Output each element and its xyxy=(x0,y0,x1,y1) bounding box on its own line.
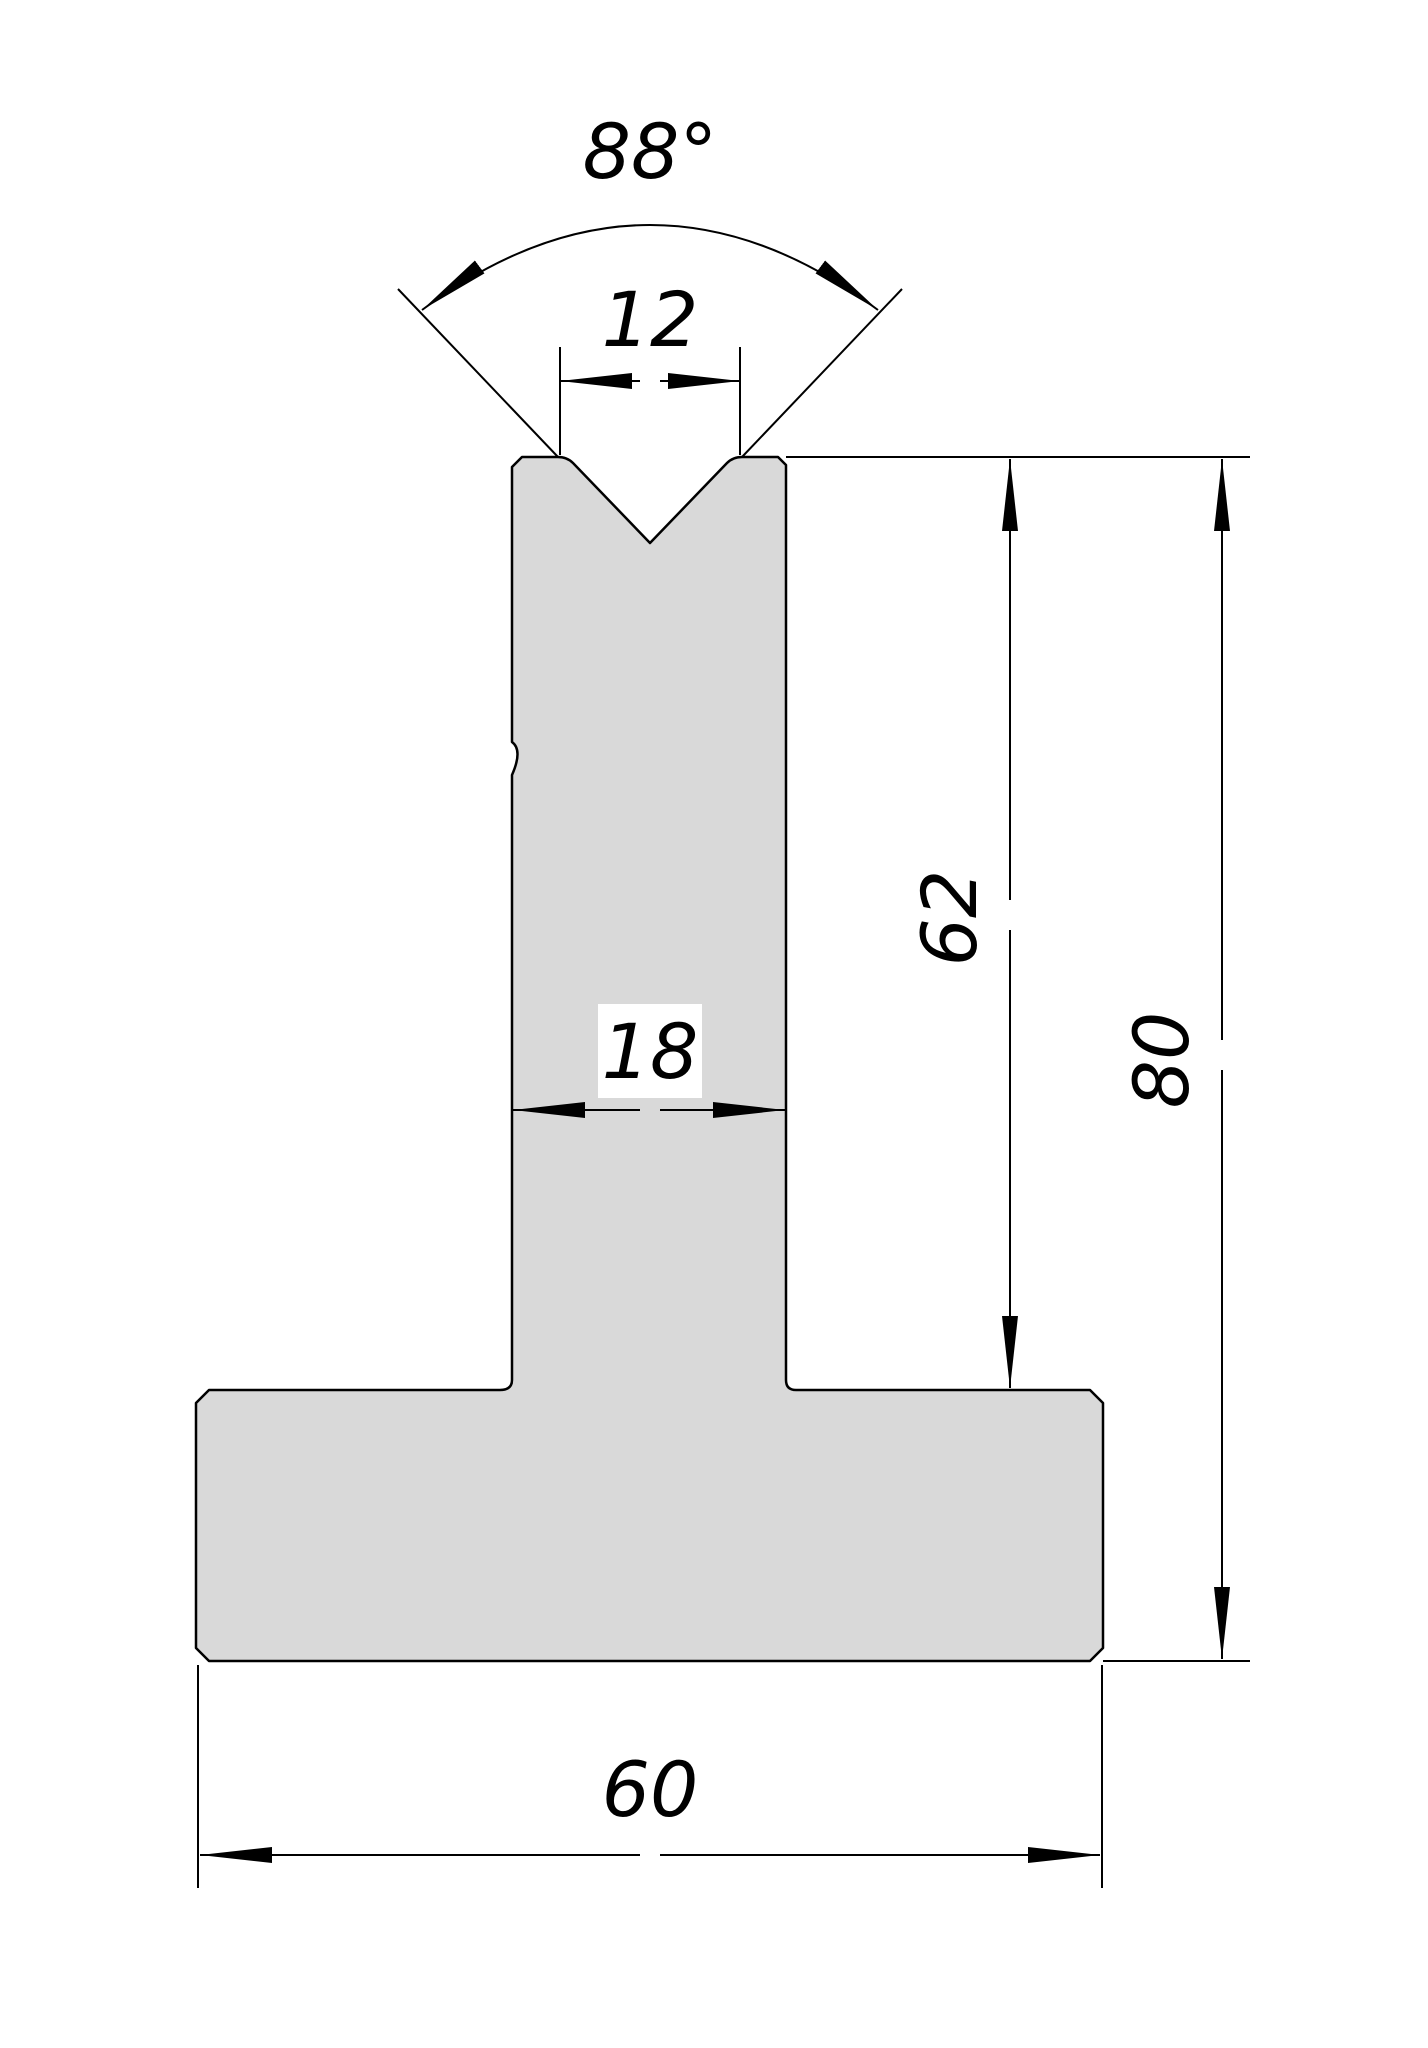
web-height-label: 62 xyxy=(905,870,994,967)
v-opening-label: 12 xyxy=(602,275,699,364)
v-opening-dimension: 12 xyxy=(559,275,741,455)
angle-dimension: 88° xyxy=(397,107,903,458)
web-width-dimension: 18 xyxy=(513,1004,785,1118)
angle-extension-right xyxy=(741,288,903,458)
total-height-dimension: 80 xyxy=(1117,459,1230,1659)
angle-label: 88° xyxy=(583,107,718,196)
base-width-dimension: 60 xyxy=(197,1665,1103,1888)
angle-extension-left xyxy=(397,288,559,458)
total-height-label: 80 xyxy=(1117,1012,1206,1109)
web-height-dimension: 62 xyxy=(905,459,1018,1388)
angle-arc xyxy=(421,224,879,311)
web-width-label-background xyxy=(598,1004,702,1098)
base-width-label: 60 xyxy=(602,1745,699,1834)
web-width-label: 18 xyxy=(602,1007,699,1096)
